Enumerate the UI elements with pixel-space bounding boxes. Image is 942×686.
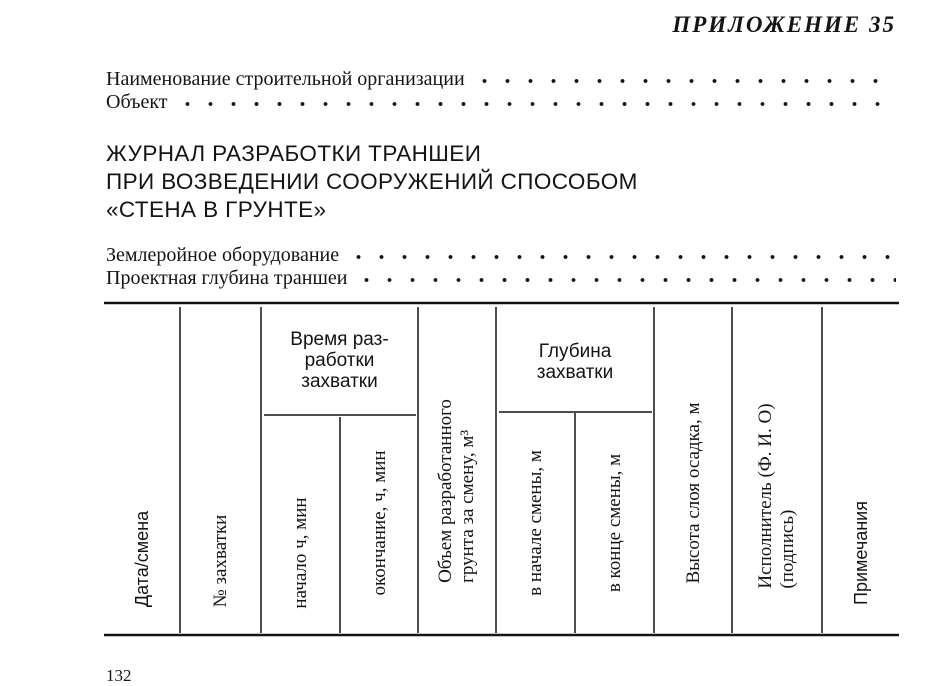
- equipment-field: Землеройное оборудование: [106, 244, 896, 266]
- col-header-section-number: № захватки: [210, 514, 231, 608]
- col-header-depth-end: в конце смены, м: [604, 453, 625, 593]
- design-depth-label: Проектная глубина траншеи: [106, 267, 348, 289]
- equipment-label: Землеройное оборудование: [106, 244, 340, 266]
- col-header-sediment-height: Высота слоя осадка, м: [683, 402, 704, 584]
- col-header-end-time: окончание, ч, мин: [369, 450, 390, 596]
- design-depth-leader-dots: [355, 276, 896, 284]
- object-field: Объект: [106, 91, 896, 113]
- design-depth-field: Проектная глубина траншеи: [106, 267, 896, 289]
- time-group-header: Время раз- работки захватки: [290, 329, 389, 392]
- journal-title-line-1: ЖУРНАЛ РАЗРАБОТКИ ТРАНШЕИ: [106, 141, 482, 166]
- appendix-heading: ПРИЛОЖЕНИЕ 35: [672, 12, 896, 37]
- journal-title-line-3: «СТЕНА В ГРУНТЕ»: [106, 197, 327, 222]
- object-label: Объект: [106, 91, 168, 113]
- organization-leader-dots: [472, 77, 896, 85]
- object-leader-dots: [175, 100, 896, 108]
- col-header-notes: Примечания: [851, 501, 871, 605]
- organization-label: Наименование строительной организации: [106, 68, 465, 90]
- depth-group-header: Глубина захватки: [536, 341, 614, 383]
- journal-title-line-2: ПРИ ВОЗВЕДЕНИИ СООРУЖЕНИЙ СПОСОБОМ: [106, 169, 638, 194]
- journal-table-header: Время раз- работки захватки Глубина захв…: [104, 301, 900, 639]
- organization-field: Наименование строительной организации: [106, 68, 896, 90]
- col-header-date-shift: Дата/смена: [132, 510, 152, 608]
- col-header-start-time: начало ч, мин: [290, 497, 311, 609]
- col-header-depth-start: в начале смены, м: [525, 450, 546, 596]
- page-number: 132: [106, 666, 132, 685]
- col-header-executor: Исполнитель (Ф. И. О) (подпись): [755, 403, 798, 589]
- col-header-excavated-volume: Объем разработанного грунта за смену, м³: [435, 399, 478, 583]
- equipment-leader-dots: [347, 253, 896, 261]
- table-rules: [104, 301, 899, 637]
